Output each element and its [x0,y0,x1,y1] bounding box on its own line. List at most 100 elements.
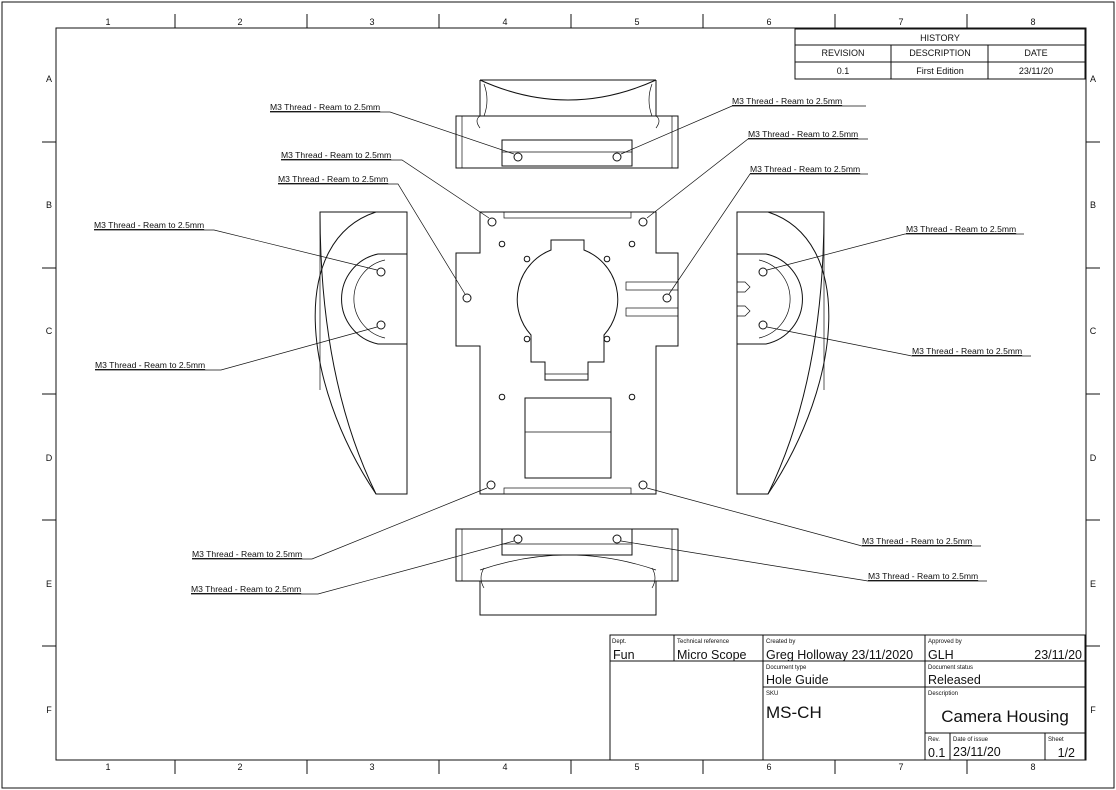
col-label-bottom: 7 [898,762,903,772]
callout-label: M3 Thread - Ream to 2.5mm [862,536,972,546]
callout-label: M3 Thread - Ream to 2.5mm [912,346,1022,356]
hole [603,255,611,263]
sku-value: MS-CH [766,703,822,722]
hole [376,267,386,277]
leader-lines [94,105,1031,595]
callout-label: M3 Thread - Ream to 2.5mm [732,96,842,106]
doctype-label: Document type [766,665,807,671]
callout-label: M3 Thread - Ream to 2.5mm [750,164,860,174]
hole [513,152,523,162]
hole [612,152,622,162]
history-header-revision: REVISION [821,48,864,58]
rev-value: 0.1 [928,746,945,760]
techref-value: Micro Scope [677,648,747,662]
history-cell-date: 23/11/20 [1019,66,1053,76]
hole [487,217,497,227]
history-table: HISTORY REVISION DESCRIPTION DATE 0.1 Fi… [794,28,1086,80]
right-part-view [736,211,830,495]
created-value: Greg Holloway 23/11/2020 [766,648,913,662]
left-part-view [314,211,408,495]
hole [498,240,506,248]
hole [603,335,611,343]
history-cell-revision: 0.1 [837,66,850,76]
col-label-top: 5 [634,17,639,27]
callout-label: M3 Thread - Ream to 2.5mm [95,360,205,370]
callout-label: M3 Thread - Ream to 2.5mm [191,584,301,594]
dept-value: Fun [613,648,635,662]
sheet-value: 1/2 [1058,746,1075,760]
row-label-right: A [1090,74,1096,84]
hole [758,267,768,277]
hole [376,320,386,330]
col-label-top: 4 [502,17,507,27]
hole [758,320,768,330]
callout-label: M3 Thread - Ream to 2.5mm [281,150,391,160]
row-label-left: F [46,705,52,715]
sheet-label: Sheet [1048,737,1064,743]
col-label-bottom: 2 [237,762,242,772]
row-label-left: A [46,74,52,84]
col-label-top: 1 [105,17,110,27]
hole [638,217,648,227]
row-label-left: B [46,200,52,210]
hole [628,240,636,248]
approved-date: 23/11/20 [1034,648,1082,662]
col-label-bottom: 4 [502,762,507,772]
hole [513,534,523,544]
hole [523,255,531,263]
row-label-left: C [46,326,53,336]
description-label: Description [928,691,958,697]
hole [638,480,648,490]
history-title: HISTORY [920,33,960,43]
row-label-right: D [1090,453,1097,463]
center-plate-view [455,211,679,495]
doctype-value: Hole Guide [766,673,829,687]
issue-label: Date of issue [953,737,989,743]
col-label-bottom: 5 [634,762,639,772]
row-label-left: E [46,579,52,589]
approved-value: GLH [928,648,954,662]
top-part-view [455,79,679,169]
zone-ticks [42,14,1100,774]
docstatus-value: Released [928,673,981,687]
hole [628,393,636,401]
col-label-bottom: 3 [369,762,374,772]
sku-label: SKU [766,691,778,697]
title-block: Dept. Fun Technical reference Micro Scop… [609,634,1086,761]
col-label-top: 6 [766,17,771,27]
callout-label: M3 Thread - Ream to 2.5mm [748,129,858,139]
callout-label: M3 Thread - Ream to 2.5mm [94,220,204,230]
approved-label: Approved by [928,639,962,645]
col-label-bottom: 8 [1030,762,1035,772]
col-label-top: 3 [369,17,374,27]
issue-value: 23/11/20 [953,745,1001,759]
hole [523,335,531,343]
callout-label: M3 Thread - Ream to 2.5mm [868,571,978,581]
bottom-part-view [455,528,679,616]
col-label-top: 8 [1030,17,1035,27]
callout-label: M3 Thread - Ream to 2.5mm [906,224,1016,234]
row-label-right: E [1090,579,1096,589]
row-label-left: D [46,453,53,463]
col-label-bottom: 1 [105,762,110,772]
callout-label: M3 Thread - Ream to 2.5mm [192,549,302,559]
hole [498,393,506,401]
row-label-right: F [1090,705,1096,715]
docstatus-label: Document status [928,665,973,671]
history-header-description: DESCRIPTION [909,48,971,58]
hole [462,293,472,303]
callout-label: M3 Thread - Ream to 2.5mm [270,102,380,112]
rev-label: Rev. [928,737,940,743]
history-header-date: DATE [1024,48,1047,58]
hole [486,480,496,490]
row-label-right: B [1090,200,1096,210]
row-label-right: C [1090,326,1097,336]
col-label-top: 7 [898,17,903,27]
callout-label: M3 Thread - Ream to 2.5mm [278,174,388,184]
col-label-bottom: 6 [766,762,771,772]
techref-label: Technical reference [677,639,730,645]
hole [612,534,622,544]
created-label: Created by [766,639,795,645]
